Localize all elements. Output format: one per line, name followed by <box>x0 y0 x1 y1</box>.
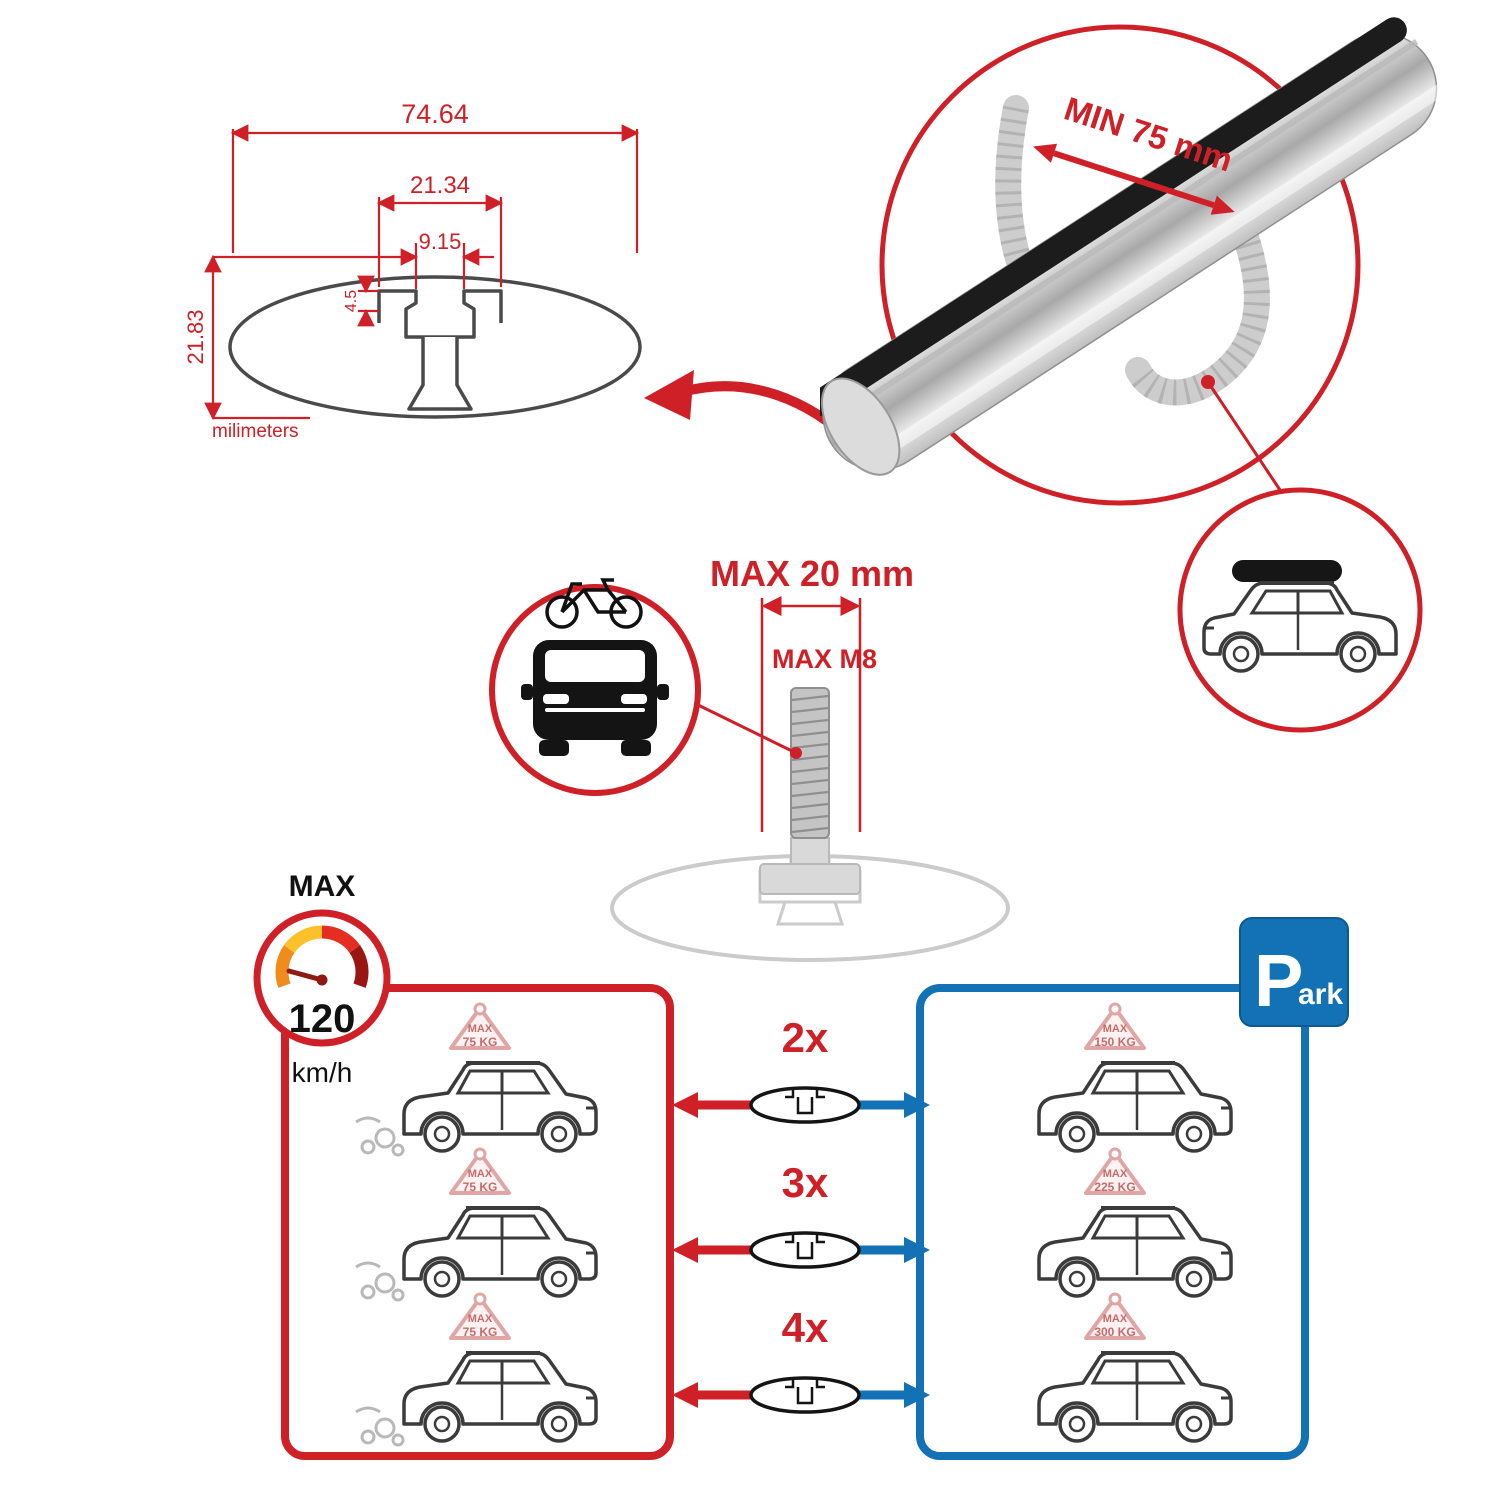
dimension-lip-depth <box>357 275 379 327</box>
load-line2: 225 KG <box>1094 1180 1135 1194</box>
dimension-bolt-width <box>760 596 862 832</box>
max-thread-label: MAX M8 <box>772 644 877 674</box>
left-arrow <box>672 1382 698 1408</box>
count-row: 4x <box>672 1304 930 1414</box>
count-row: 2x <box>672 1014 930 1124</box>
aluminum-crossbar <box>820 17 1448 476</box>
right-arrow <box>904 1092 930 1118</box>
load-line2: 75 KG <box>463 1035 498 1049</box>
bar-end-cap <box>820 377 901 476</box>
bicycle-icon <box>545 578 643 629</box>
count-row: 3x <box>672 1159 930 1269</box>
load-line1: MAX <box>1103 1313 1128 1325</box>
load-line1: MAX <box>468 1313 493 1325</box>
load-line1: MAX <box>468 1168 493 1180</box>
bolt-detail-view: MAX 20 mm MAX M8 <box>489 553 1010 962</box>
speed-limit-gauge: MAX 120 km/h <box>253 870 391 1088</box>
driving-car-row: MAX 75 KG <box>355 1147 598 1302</box>
crossbar-profile-icon <box>749 1231 861 1269</box>
crossbar-profile-icon <box>749 1376 861 1414</box>
units-label: milimeters <box>212 421 299 442</box>
load-line2: 75 KG <box>463 1180 498 1194</box>
dim-total-height-label: 21.83 <box>183 309 208 364</box>
dim-lip-depth-label: 4.5 <box>343 290 360 312</box>
cross-section-drawing: 74.64 21.34 9.15 4.5 2 <box>183 99 642 442</box>
load-line1: MAX <box>1103 1168 1128 1180</box>
dim-total-width-label: 74.64 <box>401 99 469 129</box>
parking-car-row: MAX 300 KG <box>1037 1292 1233 1443</box>
gauge-needle <box>286 968 325 983</box>
car-front-icon <box>521 640 669 756</box>
clamp-straps <box>995 95 1270 406</box>
bar-profile-outline <box>228 275 642 419</box>
bolt-callout-dot <box>790 747 802 759</box>
left-arrow <box>672 1237 698 1263</box>
car-with-roof-box <box>1202 560 1398 673</box>
gauge-arc <box>275 925 369 988</box>
bike-car-circle <box>489 578 701 796</box>
left-arrow <box>672 1092 698 1118</box>
parking-sign: P ark <box>1239 917 1349 1027</box>
right-arrow <box>904 1237 930 1263</box>
load-line2: 75 KG <box>463 1325 498 1339</box>
dimension-total-height <box>204 254 386 421</box>
max-width-label: MAX 20 mm <box>710 553 914 594</box>
load-line1: MAX <box>468 1023 493 1035</box>
load-comparison: P ark MAX 120 km/h <box>253 870 1349 1460</box>
dimension-channel-opening <box>386 243 494 289</box>
motion-swirls <box>355 1116 405 1157</box>
motion-swirls <box>355 1406 405 1447</box>
load-line2: 300 KG <box>1094 1325 1135 1339</box>
parking-sign-ark: ark <box>1298 978 1343 1011</box>
load-line2: 150 KG <box>1094 1035 1135 1049</box>
driving-car-row: MAX 75 KG <box>355 1002 598 1157</box>
ghost-profile <box>610 837 1010 962</box>
callout-line <box>1206 381 1290 503</box>
load-line1: MAX <box>1103 1023 1128 1035</box>
crossbar-profile-icon <box>749 1086 861 1124</box>
roof-box <box>1232 560 1342 582</box>
parking-car-row: MAX 150 KG <box>1037 1002 1233 1153</box>
count-label: 4x <box>782 1304 829 1351</box>
dimension-channel-outer <box>376 194 504 287</box>
speed-value: 120 <box>289 997 356 1041</box>
parking-car-row: MAX 225 KG <box>1037 1147 1233 1298</box>
speed-max-heading: MAX <box>289 870 356 903</box>
dim-channel-outer-label: 21.34 <box>410 172 470 199</box>
ghost-bolt-head <box>759 863 861 895</box>
count-label: 2x <box>782 1014 829 1061</box>
motion-swirls <box>355 1261 405 1302</box>
driving-car-row: MAX 75 KG <box>355 1292 598 1447</box>
bar-detail-view: MIN 75 mm <box>820 17 1448 733</box>
dim-channel-opening-label: 9.15 <box>419 229 462 254</box>
bolt-callout-line <box>687 698 795 754</box>
bolt-shaft <box>790 687 830 839</box>
right-arrow <box>904 1382 930 1408</box>
dimension-total-width <box>230 124 640 253</box>
parking-sign-p: P <box>1254 939 1303 1022</box>
zoom-arrowhead <box>644 370 694 420</box>
speed-units: km/h <box>292 1057 353 1088</box>
count-label: 3x <box>782 1159 829 1206</box>
